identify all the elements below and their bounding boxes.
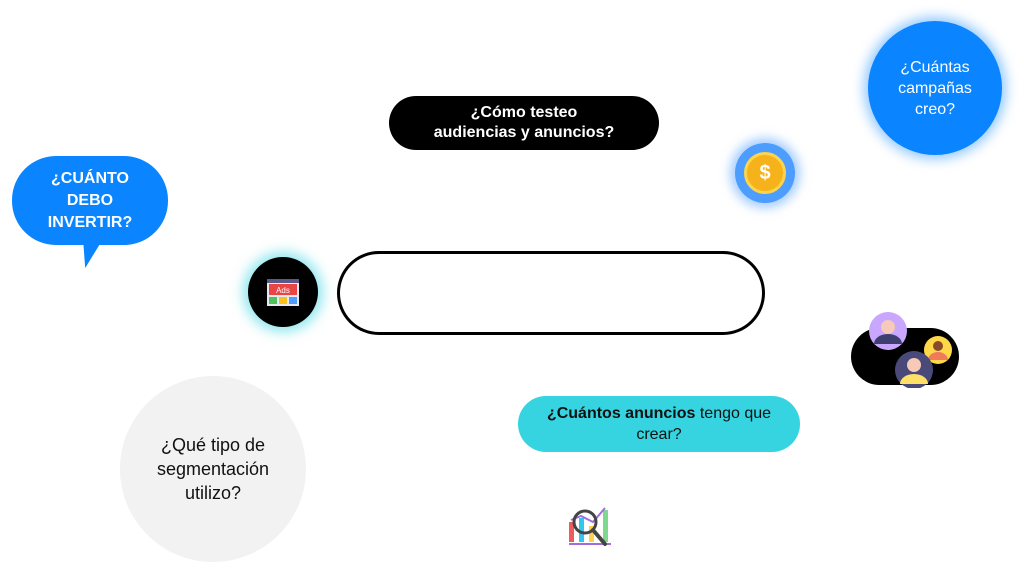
dollar-symbol: $ — [744, 152, 786, 194]
question-segmentation-bubble: ¿Qué tipo de segmentación utilizo? — [120, 376, 306, 562]
question-ads-count-bubble: ¿Cuántos anuncios tengo que crear? — [518, 396, 800, 452]
question-invest-text: ¿CUÁNTO DEBO INVERTIR? — [47, 169, 133, 231]
ads-label: Ads — [276, 286, 290, 295]
question-testing-bubble: ¿Cómo testeo audiencias y anuncios? — [389, 96, 659, 150]
question-segmentation-text: ¿Qué tipo de segmentación utilizo? — [156, 435, 270, 503]
question-testing-text: ¿Cómo testeo audiencias y anuncios? — [433, 104, 615, 141]
question-campaigns-bubble: ¿Cuántas campañas creo? — [868, 21, 1002, 155]
question-ads-count-bold: ¿Cuántos anuncios — [546, 405, 696, 422]
analytics-search-icon — [565, 498, 617, 550]
question-invest-bubble: ¿CUÁNTO DEBO INVERTIR? — [12, 156, 168, 245]
audience-users-icon — [851, 312, 959, 388]
question-ads-count-rest: tengo que crear? — [636, 405, 772, 443]
ads-icon: Ads — [248, 257, 318, 327]
central-empty-pill — [337, 251, 765, 335]
question-campaigns-text: ¿Cuántas campañas creo? — [898, 58, 972, 118]
coin-icon: $ — [735, 143, 795, 203]
